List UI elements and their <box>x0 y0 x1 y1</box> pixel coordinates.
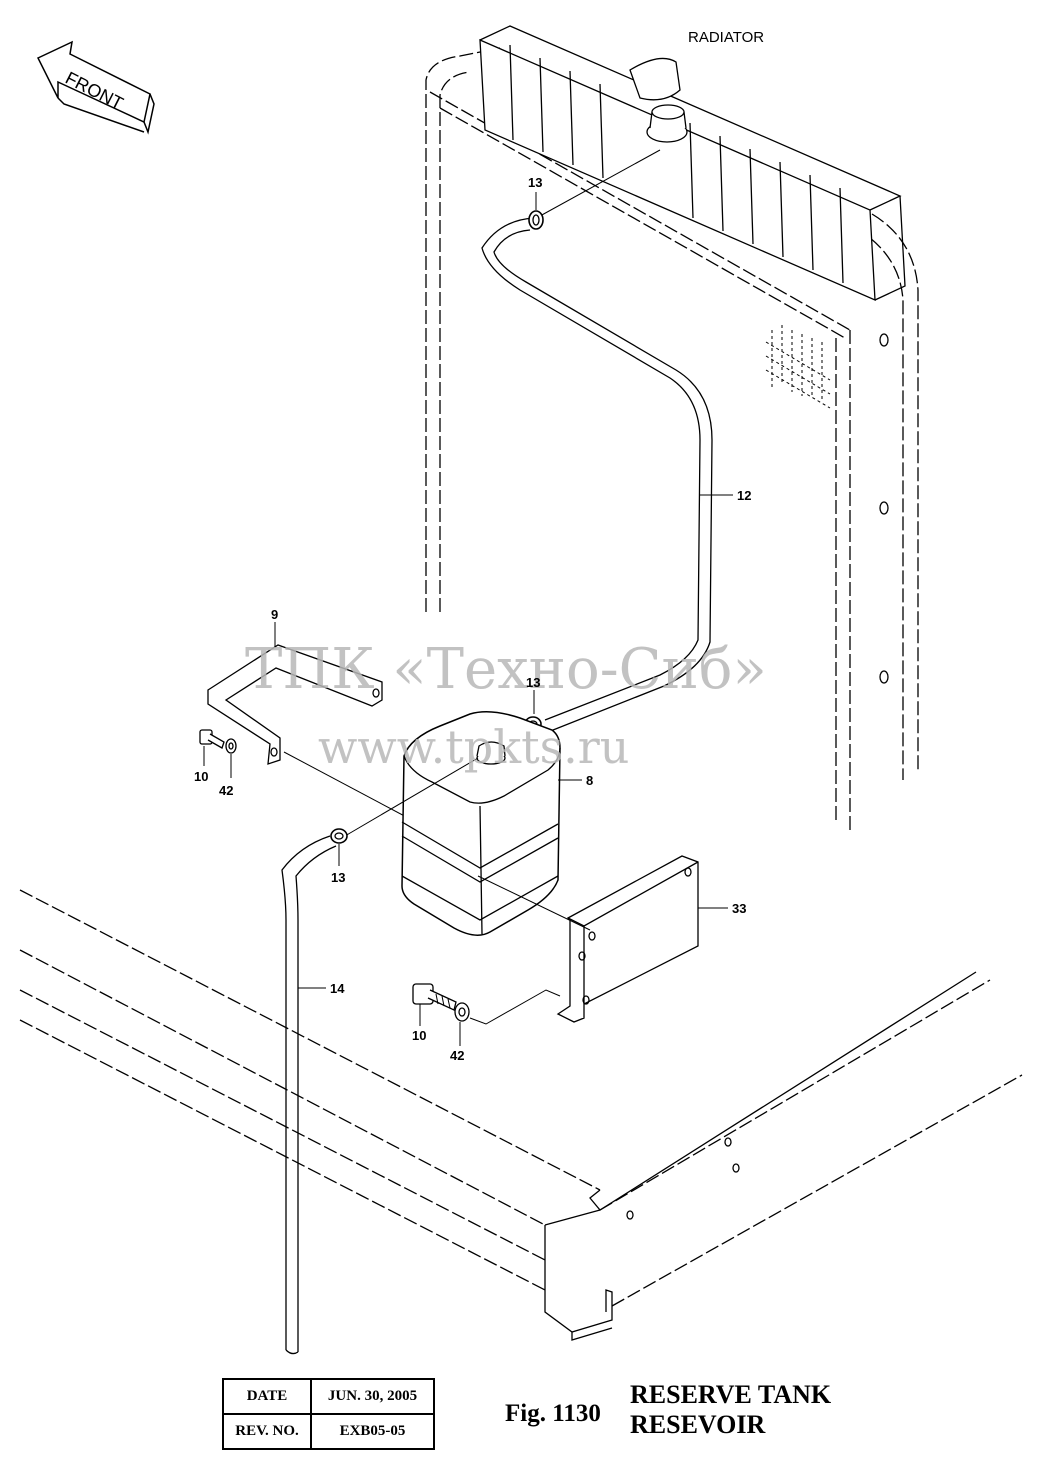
callout-bolt-lower: 10 <box>412 1028 426 1043</box>
rev-row: REV. NO. EXB05-05 <box>222 1413 435 1450</box>
figure-number: Fig. 1130 <box>505 1400 601 1427</box>
lower-hose <box>281 757 479 1355</box>
leader-lines <box>203 192 733 1046</box>
watermark-line1: ТПК «Техно-Сиб» <box>245 637 767 702</box>
date-label: DATE <box>222 1378 312 1415</box>
callout-bolt-upper: 10 <box>194 769 208 784</box>
bracket-lower <box>477 855 699 1023</box>
callout-hose-lower: 14 <box>330 981 345 996</box>
figure-title: RESERVE TANK RESEVOIR <box>630 1380 831 1440</box>
bolt-upper <box>199 729 225 749</box>
upper-hose <box>481 149 713 733</box>
callout-washer-lower: 42 <box>450 1048 464 1063</box>
figure-title-line1: RESERVE TANK <box>630 1380 832 1409</box>
callout-hose-clamp-upper: 13 <box>528 175 542 190</box>
washer-lower <box>454 1002 470 1022</box>
hose-clamp-lower <box>330 828 348 844</box>
frame-outline <box>19 889 1023 1341</box>
rev-label: REV. NO. <box>222 1413 312 1450</box>
front-arrow-icon <box>36 40 155 135</box>
radiator-label: RADIATOR <box>688 29 764 46</box>
callout-hose-clamp-mid: 13 <box>526 675 540 690</box>
radiator-core <box>479 25 906 684</box>
reserve-tank <box>401 711 561 936</box>
hose-clamp-upper <box>528 210 544 230</box>
washer-upper <box>225 738 237 754</box>
date-value: JUN. 30, 2005 <box>310 1378 435 1415</box>
callout-hose-upper: 12 <box>737 488 751 503</box>
figure-title-line2: RESEVOIR <box>630 1410 766 1439</box>
callout-bracket-lower: 33 <box>732 901 746 916</box>
callout-washer-upper: 42 <box>219 783 233 798</box>
watermark-line2: www.tpkts.ru <box>318 720 629 774</box>
bolt-lower <box>412 983 457 1011</box>
revision-info-table: DATE JUN. 30, 2005 REV. NO. EXB05-05 <box>222 1378 435 1450</box>
rev-value: EXB05-05 <box>310 1413 435 1450</box>
callout-bracket-upper: 9 <box>271 607 278 622</box>
date-row: DATE JUN. 30, 2005 <box>222 1378 435 1415</box>
callout-hose-clamp-lower: 13 <box>331 870 345 885</box>
callout-tank: 8 <box>586 773 593 788</box>
